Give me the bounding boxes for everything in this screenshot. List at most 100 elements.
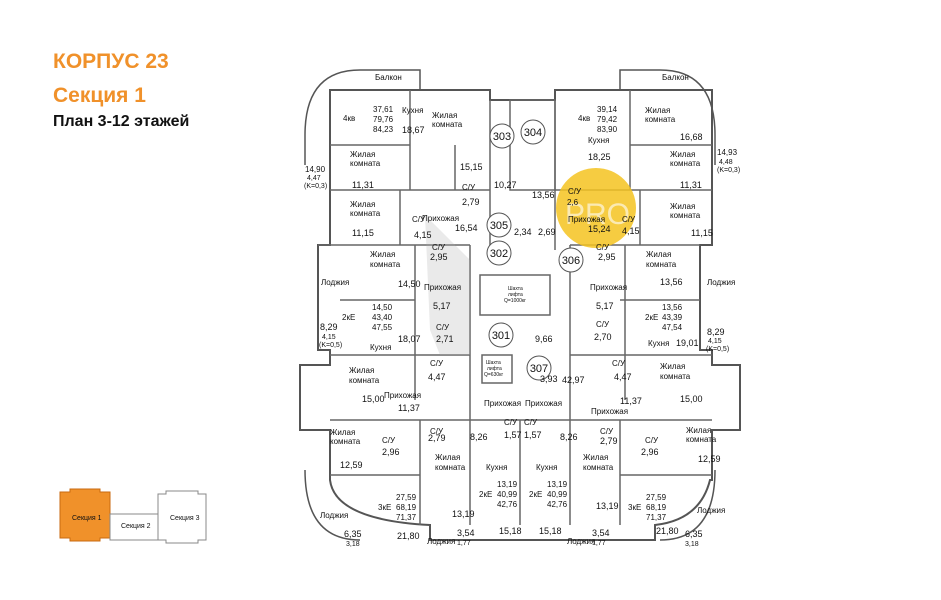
- room-label: 15,24: [588, 224, 611, 234]
- room-label: 9,66: [535, 334, 553, 344]
- section-title: Секция 1: [53, 84, 146, 107]
- key-plan-label-1: Секция 1: [72, 515, 102, 522]
- room-label: комната: [350, 209, 381, 218]
- room-label: Жилая: [349, 366, 374, 375]
- room-label: Q=1000кг: [504, 298, 526, 304]
- key-plan[interactable]: Секция 1 Секция 2 Секция 3: [59, 488, 207, 544]
- room-label: 27,59: [396, 493, 417, 502]
- key-plan-section-3: [157, 490, 207, 544]
- room-label: 2кЕ: [645, 313, 658, 322]
- apartment-marker-303[interactable]: 303: [489, 123, 515, 149]
- room-label: 13,56: [662, 303, 683, 312]
- apartment-circle[interactable]: [486, 240, 512, 266]
- room-label: 18,07: [398, 334, 421, 344]
- room-label: Прихожая: [384, 391, 421, 400]
- room-label: 4,15: [414, 230, 432, 240]
- room-label: 5,17: [596, 301, 614, 311]
- room-label: Жилая: [583, 453, 608, 462]
- apartment-marker-307[interactable]: 307: [526, 355, 552, 381]
- room-label: 4,48: [719, 159, 733, 166]
- room-label: 4,15: [622, 226, 640, 236]
- room-label: (K=0,5): [706, 346, 729, 353]
- room-label: 13,56: [532, 190, 555, 200]
- room-label: Жилая: [330, 428, 355, 437]
- room-label: 3кЕ: [378, 503, 391, 512]
- room-label: Жилая: [370, 250, 395, 259]
- room-label: 18,67: [402, 125, 425, 135]
- room-label: Жилая: [670, 202, 695, 211]
- apartment-circle[interactable]: [558, 247, 584, 273]
- room-label: 2,79: [462, 197, 480, 207]
- room-label: комната: [686, 435, 717, 444]
- apartment-circle[interactable]: [520, 119, 546, 145]
- room-label: 19,01: [676, 338, 699, 348]
- room-label: Кухня: [486, 463, 507, 472]
- room-label: 11,37: [398, 403, 420, 413]
- room-label: 27,59: [646, 493, 667, 502]
- room-label: С/У: [430, 427, 444, 436]
- room-label: (K=0,5): [319, 342, 342, 349]
- room-label: 68,19: [396, 503, 417, 512]
- room-label: 13,19: [596, 501, 619, 511]
- room-label: С/У: [600, 427, 614, 436]
- room-label: комната: [660, 372, 691, 381]
- room-label: С/У: [622, 215, 636, 224]
- room-label: Жилая: [350, 200, 375, 209]
- room-label: 15,00: [362, 394, 385, 404]
- key-plan-label-3: Секция 3: [170, 515, 200, 522]
- apartment-circle[interactable]: [486, 212, 512, 238]
- room-label: 11,15: [691, 228, 713, 238]
- room-label: комната: [330, 437, 361, 446]
- room-label: 11,37: [620, 396, 642, 406]
- room-label: Жилая: [435, 453, 460, 462]
- room-label: С/У: [432, 243, 446, 252]
- room-label: лифта: [508, 292, 523, 298]
- apartment-circle[interactable]: [488, 322, 514, 348]
- room-label: С/У: [430, 359, 444, 368]
- room-label: Шахта: [508, 286, 523, 292]
- room-label: 39,14: [597, 105, 618, 114]
- room-label: 40,99: [547, 490, 568, 499]
- room-label: Жилая: [660, 362, 685, 371]
- building-walls: [299, 69, 741, 541]
- room-label: Прихожая: [424, 283, 461, 292]
- room-label: 21,80: [397, 531, 420, 541]
- room-label: 4,15: [322, 334, 336, 341]
- apartment-marker-304[interactable]: 304: [520, 119, 546, 145]
- room-label: 43,39: [662, 313, 683, 322]
- room-label: Кухня: [536, 463, 557, 472]
- apartment-circle[interactable]: [526, 355, 552, 381]
- room-label: 8,29: [320, 322, 338, 332]
- room-label: 71,37: [646, 513, 667, 522]
- room-label: 13,19: [497, 480, 518, 489]
- room-label: 4,47: [307, 175, 321, 182]
- interior-walls: [318, 90, 712, 525]
- room-label: 13,56: [660, 277, 683, 287]
- apartment-circle[interactable]: [489, 123, 515, 149]
- room-label: 15,18: [539, 526, 562, 536]
- room-label: 16,68: [680, 132, 703, 142]
- room-label: Жилая: [350, 150, 375, 159]
- room-label: 2,6: [567, 198, 579, 207]
- room-label: 37,61: [373, 105, 394, 114]
- room-label: С/У: [568, 187, 582, 196]
- room-label: 14,93: [717, 148, 738, 157]
- room-label: 11,31: [352, 180, 374, 190]
- room-label: 3,54: [457, 528, 475, 538]
- room-label: 2,69: [538, 227, 556, 237]
- room-label: 1,77: [592, 540, 606, 547]
- room-label: 2,71: [436, 334, 454, 344]
- apartment-marker-306[interactable]: 306: [558, 247, 584, 273]
- room-label: 14,50: [398, 279, 421, 289]
- apartment-marker-301[interactable]: 301: [488, 322, 514, 348]
- apartment-marker-305[interactable]: 305: [486, 212, 512, 238]
- room-label: 1,57: [524, 430, 542, 440]
- room-label: 4кв: [578, 114, 590, 123]
- room-label: 71,37: [396, 513, 417, 522]
- room-label: 42,76: [547, 500, 568, 509]
- room-label: 12,59: [698, 454, 721, 464]
- room-label: 2,70: [594, 332, 612, 342]
- apartment-marker-302[interactable]: 302: [486, 240, 512, 266]
- room-label: 2,95: [430, 252, 448, 262]
- room-label: комната: [370, 260, 401, 269]
